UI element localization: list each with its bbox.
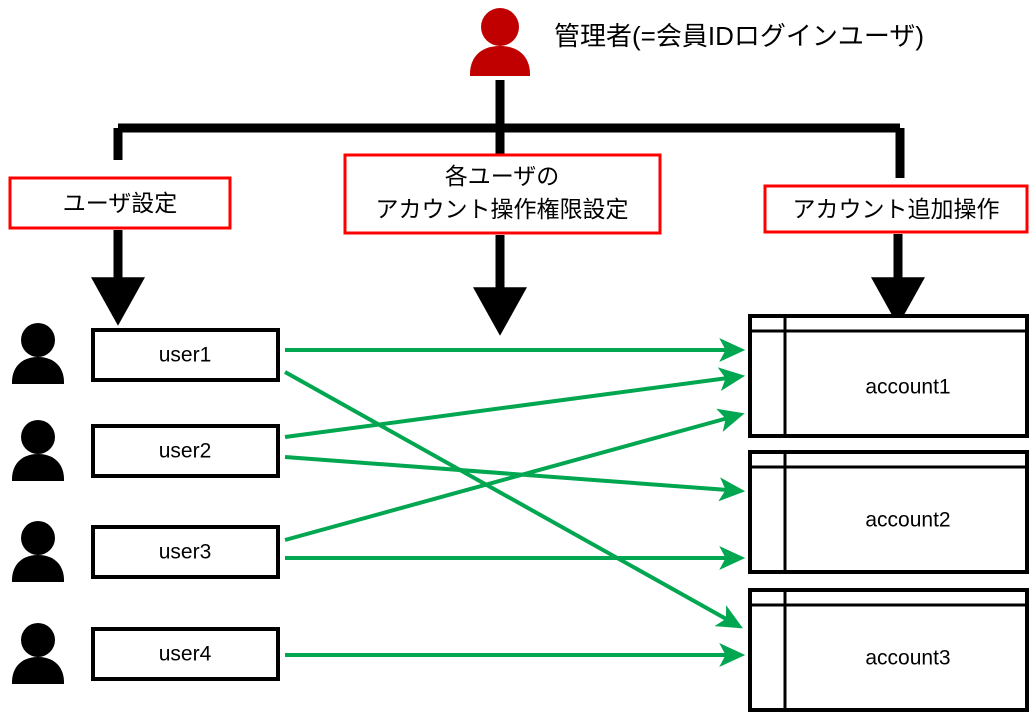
account-box-account2[interactable]: account2 <box>748 450 1029 574</box>
user-label-user2: user2 <box>159 440 212 463</box>
operation-label-permission-line2: アカウント操作権限設定 <box>376 196 629 222</box>
admin-person-icon <box>470 8 530 76</box>
operation-label-account-add: アカウント追加操作 <box>793 196 1000 222</box>
link-user2-account2 <box>284 455 746 502</box>
operation-label-permission-line1: 各ユーザの <box>445 163 560 189</box>
operation-down-arrows <box>91 230 925 336</box>
user-label-user3: user3 <box>159 541 212 564</box>
user-person-icon-user4 <box>12 623 64 684</box>
user-label-user4: user4 <box>159 643 212 666</box>
operation-box-account-permission-settings[interactable]: 各ユーザの アカウント操作権限設定 <box>343 153 662 235</box>
operation-label-user-settings: ユーザ設定 <box>63 190 178 216</box>
account-label-account3: account3 <box>865 647 950 670</box>
user-box-user4[interactable]: user4 <box>91 627 280 681</box>
account-label-account2: account2 <box>865 509 950 532</box>
user-label-user1: user1 <box>159 344 212 367</box>
user-box-user3[interactable]: user3 <box>91 525 280 579</box>
user-box-user2[interactable]: user2 <box>91 424 280 478</box>
link-user3-account1 <box>284 408 745 542</box>
operation-box-user-settings[interactable]: ユーザ設定 <box>8 176 232 230</box>
account-box-account3[interactable]: account3 <box>748 588 1029 712</box>
admin-connector-tree <box>113 80 905 178</box>
link-user1-account3 <box>284 370 744 629</box>
user-person-icon-user1 <box>12 323 64 384</box>
link-user2-account1 <box>284 367 746 439</box>
user-person-icon-user3 <box>12 521 64 582</box>
operation-box-account-add-operation[interactable]: アカウント追加操作 <box>763 184 1029 234</box>
account-box-account1[interactable]: account1 <box>748 314 1029 438</box>
permission-links <box>284 338 746 667</box>
admin-title: 管理者(=会員IDログインユーザ) <box>554 21 924 51</box>
user-box-user1[interactable]: user1 <box>91 328 280 382</box>
user-person-icon-user2 <box>12 420 64 481</box>
account-label-account1: account1 <box>865 376 950 399</box>
